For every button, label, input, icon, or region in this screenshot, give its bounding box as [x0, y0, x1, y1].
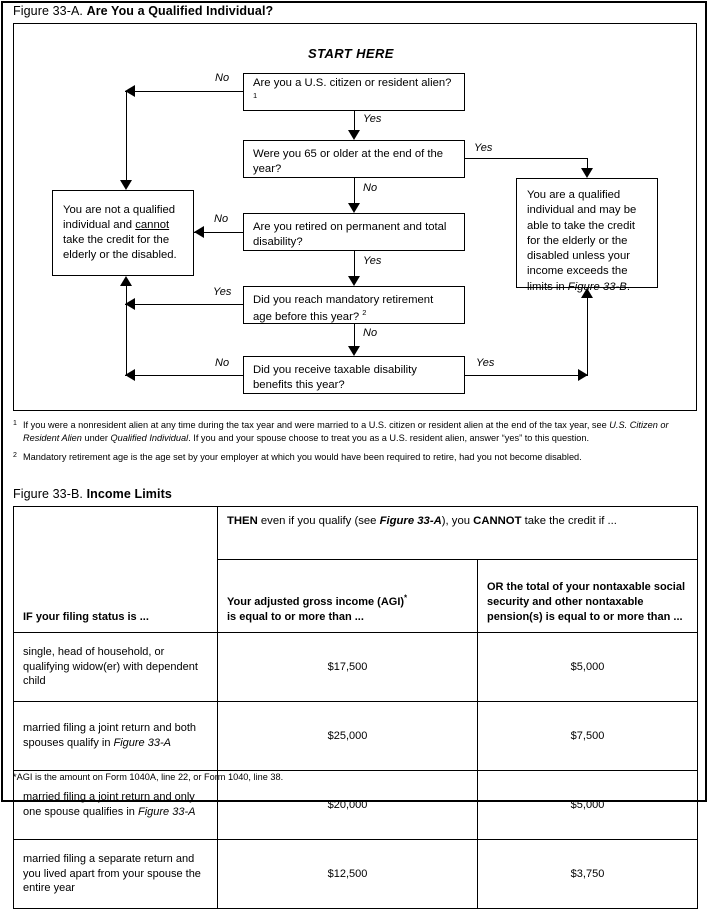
flow-box-qualified-result: You are a qualified individual and may b…: [516, 178, 658, 293]
start-here-label: START HERE: [308, 46, 394, 61]
edge-q1-no-down-arrowhead: [120, 180, 132, 190]
table-header-then-span: THEN even if you qualify (see Figure 33-…: [217, 506, 698, 560]
edge-label-q5-yes: Yes: [476, 357, 495, 369]
edge-q1-yes-arrowhead: [348, 130, 360, 140]
flow-box-age-question: Were you 65 or older at the end of the y…: [243, 140, 465, 178]
table-header-row-span: IF your filing status is ... THEN even i…: [13, 506, 698, 633]
flow-box-citizen-text: Are you a U.S. citizen or resident alien…: [253, 76, 452, 101]
edge-q1-no-vertical: [126, 91, 127, 181]
edge-q4-yes-up-arrowhead: [120, 276, 132, 286]
figure-a-frame: [13, 23, 697, 411]
figure-a-title-lead: Figure 33-A.: [13, 4, 83, 18]
footnote-ref-1: 1: [253, 91, 258, 101]
edge-q5-yes-up-arrowhead: [581, 288, 593, 298]
row-nontaxable-0: $5,000: [477, 632, 698, 702]
figure-b-title: Figure 33-B. Income Limits: [13, 487, 172, 501]
row-agi-3: $12,500: [217, 839, 478, 909]
edge-q5-no-arrowhead: [125, 369, 135, 381]
row-nontaxable-2: $5,000: [477, 770, 698, 840]
edge-q2-yes-horizontal: [465, 158, 588, 159]
edge-q5-yes-vertical: [587, 298, 588, 376]
footnote-text: Mandatory retirement age is the age set …: [23, 451, 582, 462]
edge-q3-yes-vertical: [354, 251, 355, 277]
edge-label-q2-yes: Yes: [474, 142, 493, 154]
income-limits-table: IF your filing status is ... THEN even i…: [13, 506, 698, 909]
edge-q5-no-vertical: [126, 304, 127, 376]
flow-box-age-text: Were you 65 or older at the end of the y…: [253, 148, 444, 176]
row-agi-1: $25,000: [217, 701, 478, 771]
footnote-marker: 1: [13, 420, 17, 427]
edge-label-q2-no: No: [363, 182, 378, 194]
edge-q4-no-arrowhead: [348, 346, 360, 356]
flow-box-qualified-text: You are a qualified individual and may b…: [527, 189, 637, 293]
figure-b-title-lead: Figure 33-B.: [13, 487, 83, 501]
edge-q2-no-vertical: [354, 178, 355, 204]
flow-box-mandatory-retirement-text: Did you reach mandatory retirement age b…: [253, 294, 434, 324]
edge-label-q4-yes: Yes: [213, 286, 232, 298]
table-header-agi: Your adjusted gross income (AGI)* is equ…: [217, 559, 478, 633]
row-filing-status-3: married filing a separate return and you…: [13, 839, 218, 909]
edge-label-q4-no: No: [363, 327, 378, 339]
edge-q1-no-horizontal: [125, 91, 243, 92]
table-row: married filing a joint return and both s…: [13, 701, 698, 771]
edge-q4-yes-vertical: [126, 286, 127, 305]
edge-q2-no-arrowhead: [348, 203, 360, 213]
footnote-marker: 2: [13, 451, 17, 459]
table-header-agi-line2: is equal to or more than ...: [227, 611, 364, 624]
edge-q4-yes-horizontal: [125, 304, 243, 305]
edge-q4-no-vertical: [354, 324, 355, 347]
footnote-item: 1 If you were a nonresident alien at any…: [13, 419, 697, 446]
figure-a-footnotes: 1 If you were a nonresident alien at any…: [13, 419, 697, 469]
flow-box-taxable-benefits-text: Did you receive taxable disability benef…: [253, 364, 417, 392]
figure-b-reference: Figure 33-B: [567, 280, 627, 293]
row-nontaxable-3: $3,750: [477, 839, 698, 909]
flow-box-not-qualified-result: You are not a qualified individual and c…: [52, 190, 194, 276]
flow-box-disability-retired-text: Are you retired on permanent and total d…: [253, 221, 447, 249]
edge-q3-no-arrowhead: [194, 226, 204, 238]
table-header-then-text: THEN even if you qualify (see Figure 33-…: [227, 515, 617, 527]
flow-box-mandatory-retirement-question: Did you reach mandatory retirement age b…: [243, 286, 465, 324]
flow-box-taxable-benefits-question: Did you receive taxable disability benef…: [243, 356, 465, 394]
table-row: married filing a separate return and you…: [13, 839, 698, 909]
table-header-nontaxable: OR the total of your nontaxable social s…: [477, 559, 698, 633]
edge-q5-yes-horizontal: [465, 375, 588, 376]
row-filing-status-0: single, head of household, or qualifying…: [13, 632, 218, 702]
edge-q3-yes-arrowhead: [348, 276, 360, 286]
flow-box-disability-retired-question: Are you retired on permanent and total d…: [243, 213, 465, 251]
flow-box-not-qualified-text: You are not a qualified individual and c…: [63, 203, 177, 262]
flow-box-citizen-question: Are you a U.S. citizen or resident alien…: [243, 73, 465, 111]
edge-label-q3-yes: Yes: [363, 255, 382, 267]
cannot-emphasis: cannot: [135, 218, 170, 231]
figure-a-title-bold: Are You a Qualified Individual?: [86, 4, 274, 18]
edge-label-q1-yes: Yes: [363, 113, 382, 125]
edge-label-q1-no: No: [215, 72, 230, 84]
edge-q1-yes-vertical: [354, 111, 355, 131]
figure-b-footnote: *AGI is the amount on Form 1040A, line 2…: [13, 772, 284, 782]
table-header-filing-status: IF your filing status is ...: [13, 506, 218, 633]
edge-label-q3-no: No: [214, 213, 229, 225]
row-filing-status-1: married filing a joint return and both s…: [13, 701, 218, 771]
edge-q4-yes-arrowhead: [125, 298, 135, 310]
footnote-item: 2 Mandatory retirement age is the age se…: [13, 451, 697, 464]
table-row: single, head of household, or qualifying…: [13, 632, 698, 702]
edge-q2-yes-arrowhead: [581, 168, 593, 178]
edge-q1-no-arrowhead: [125, 85, 135, 97]
figure-b-title-bold: Income Limits: [86, 487, 172, 501]
edge-q2-yes-vertical: [587, 158, 588, 169]
edge-q5-yes-arrowhead: [578, 369, 588, 381]
row-nontaxable-1: $7,500: [477, 701, 698, 771]
figure-a-title: Figure 33-A. Are You a Qualified Individ…: [13, 4, 273, 18]
footnote-ref-2: 2: [362, 308, 367, 318]
edge-q3-no-horizontal: [194, 232, 243, 233]
footnote-text: If you were a nonresident alien at any t…: [23, 420, 669, 444]
table-header-agi-line1: Your adjusted gross income (AGI)*: [227, 593, 408, 609]
row-agi-0: $17,500: [217, 632, 478, 702]
edge-label-q5-no: No: [215, 357, 230, 369]
edge-q5-no-horizontal: [125, 375, 243, 376]
